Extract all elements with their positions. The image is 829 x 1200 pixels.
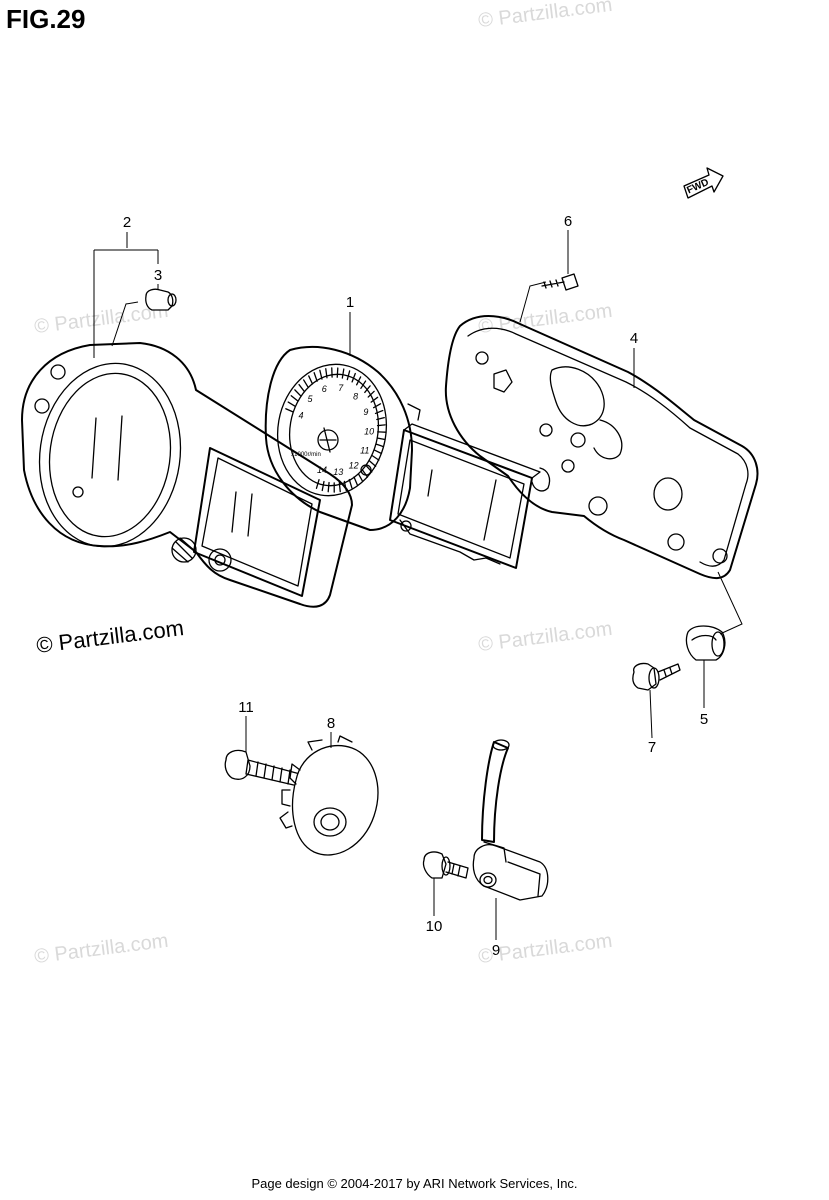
callout-7: 7: [648, 739, 656, 756]
callout-11: 11: [238, 699, 254, 716]
tachometer-tick: [303, 379, 309, 388]
tachometer-tick: [287, 401, 296, 407]
dial-number: 12: [349, 460, 359, 470]
tachometer-tick: [376, 437, 386, 441]
callout-2: 2: [123, 214, 131, 231]
callout-3: 3: [154, 267, 162, 284]
tachometer-tick: [368, 460, 377, 467]
tachometer-tick: [294, 389, 302, 397]
tachometer-tick: [353, 476, 359, 486]
callout-5: 5: [700, 711, 708, 728]
tachometer-tick: [348, 478, 353, 489]
callout-8: 8: [327, 715, 335, 732]
part-2-meter-case: [21, 342, 353, 608]
dial-number: 11: [360, 446, 369, 456]
tachometer-tick: [290, 395, 299, 402]
tachometer-tick: [357, 473, 364, 483]
tachometer-tick: [356, 376, 362, 386]
callout-10: 10: [426, 918, 443, 935]
dial-number: 6: [322, 384, 327, 394]
callout-9: 9: [492, 942, 500, 959]
tachometer-tick: [372, 403, 382, 409]
tachometer-tick: [371, 454, 380, 461]
dial-number: 10: [364, 426, 374, 436]
part-10-bolt: [422, 851, 469, 879]
tachometer-tick: [373, 449, 383, 455]
tachometer-tick: [351, 372, 356, 383]
part-6-screw: [541, 273, 579, 291]
dial-number: 14: [317, 465, 327, 475]
tachometer-tick: [364, 385, 371, 394]
tachometer-tick: [327, 481, 330, 493]
dial-number: 7: [338, 383, 344, 393]
tachometer-tick: [308, 375, 314, 385]
page-footer: Page design © 2004-2017 by ARI Network S…: [251, 1176, 578, 1191]
dial-number: 4: [298, 410, 303, 420]
tachometer-tick: [367, 390, 375, 398]
tachometer-tick: [298, 383, 305, 392]
part-5-cushion: [685, 625, 726, 661]
tachometer-tick: [374, 409, 384, 415]
tachometer-tick: [313, 372, 318, 382]
tachometer-tick: [375, 443, 385, 448]
part-9-speed-sensor: [472, 739, 549, 901]
tachometer-tick: [360, 380, 367, 389]
tachometer-tick: [336, 367, 339, 378]
tachometer-tick: [325, 368, 328, 379]
callout-1: 1: [346, 294, 354, 311]
dial-number: 13: [333, 467, 343, 477]
tachometer-tick: [343, 480, 347, 491]
tachometer-tick: [370, 396, 379, 403]
part-8-sensor-rotor: [279, 735, 379, 856]
tachometer-ticks: [285, 367, 386, 493]
tachometer-tick: [338, 481, 341, 493]
callout-4: 4: [630, 330, 638, 347]
tachometer-tick: [341, 368, 345, 379]
tachometer-tick: [361, 469, 369, 478]
fwd-arrow-icon: FWD: [683, 167, 724, 199]
tachometer-tick: [321, 480, 325, 492]
part-3-grommet: [145, 288, 177, 311]
tachometer-tick: [376, 416, 385, 421]
leader-lines: [93, 230, 743, 940]
part-7-bolt: [632, 662, 681, 691]
tachometer-tick: [376, 424, 386, 427]
tachometer-tick: [315, 479, 320, 490]
part-11-bolt: [224, 749, 301, 787]
figure-title: FIG.29: [6, 4, 86, 34]
callout-labels: 2 3 1 6 4 5 7 11 8 10 9: [123, 213, 708, 959]
tachometer-tick: [319, 369, 323, 380]
dial-number: 8: [353, 391, 358, 401]
dial-unit-label: x1000r/min: [291, 452, 321, 458]
tachometer-tick: [346, 370, 351, 381]
dial-number: 9: [363, 407, 368, 417]
dial-number: 5: [308, 394, 314, 404]
tachometer-tick: [285, 408, 294, 413]
callout-6: 6: [564, 213, 572, 230]
part-4-rear-case: [444, 315, 759, 580]
